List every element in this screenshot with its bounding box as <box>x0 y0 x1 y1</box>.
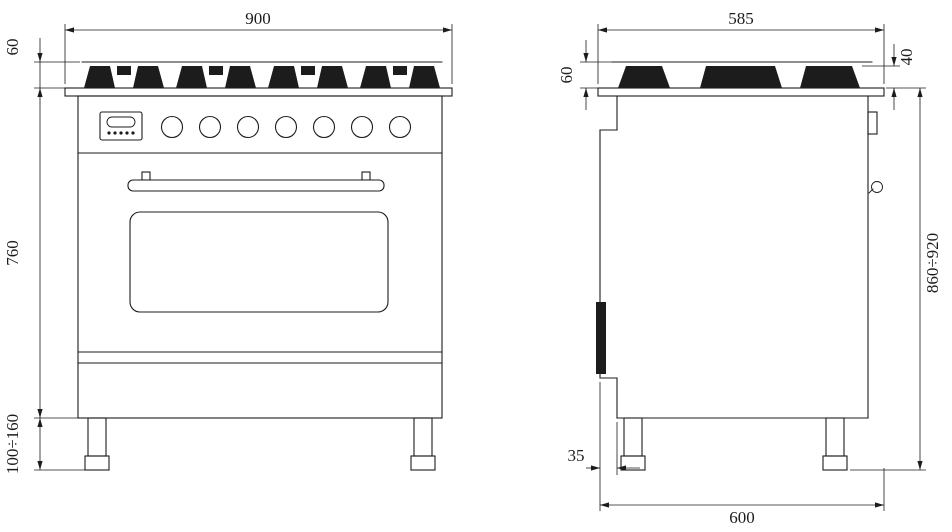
gas-inlet-stub <box>868 188 874 194</box>
arrowhead <box>598 27 607 33</box>
side-view <box>596 61 885 471</box>
foot <box>410 455 436 471</box>
display-button <box>125 131 129 135</box>
oven-body <box>77 95 443 419</box>
arrowhead <box>875 27 884 33</box>
display-button <box>107 131 111 135</box>
arrowhead <box>917 88 923 97</box>
arrowhead <box>65 27 74 33</box>
display-button <box>131 131 135 135</box>
arrowhead <box>443 27 452 33</box>
clock-display <box>99 111 143 141</box>
grate-bar <box>268 66 299 88</box>
arrowhead <box>917 461 923 470</box>
burner-cap <box>117 66 131 75</box>
handle-bracket <box>361 171 371 181</box>
grate-bar <box>360 66 391 88</box>
arrowhead <box>891 57 897 66</box>
grate-bar <box>133 66 164 88</box>
display-button <box>119 131 123 135</box>
dim-side-worktop-depth: 585 <box>728 9 754 28</box>
control-knob <box>236 115 260 139</box>
arrowhead <box>600 502 609 508</box>
control-knob <box>160 115 184 139</box>
leg <box>87 417 107 457</box>
arrowhead <box>591 465 600 471</box>
gas-inlet <box>871 181 883 193</box>
door-handle-profile <box>596 302 606 374</box>
burner-cap <box>301 66 315 75</box>
door-handle <box>127 179 385 192</box>
dim-front-overall-width: 900 <box>245 9 271 28</box>
dim-side-door-clearance: 35 <box>568 446 585 465</box>
control-knob <box>350 115 374 139</box>
dim-side-cooktop-height: 60 <box>557 67 576 84</box>
oven-door <box>77 171 443 364</box>
display-window <box>106 116 136 128</box>
dim-side-overall-height: 860÷920 <box>923 233 942 293</box>
door-window <box>129 211 389 313</box>
arrowhead <box>583 53 589 62</box>
burner-grates-profile <box>618 66 860 88</box>
arrowhead <box>617 465 626 471</box>
grate-bar <box>800 66 860 88</box>
burner-grates <box>84 66 440 88</box>
leg <box>825 417 845 457</box>
foot <box>84 455 110 471</box>
arrowhead <box>37 461 43 470</box>
foot <box>620 455 646 471</box>
burner-cap <box>393 66 407 75</box>
side-dimensions: 585 60 40 860÷920 35 <box>557 9 942 527</box>
grate-bar <box>317 66 348 88</box>
control-panel <box>77 111 443 154</box>
leg <box>623 417 643 457</box>
dim-front-cooktop-height: 60 <box>3 39 22 56</box>
grate-bar <box>700 66 782 88</box>
display-button <box>113 131 117 135</box>
arrowhead <box>37 418 43 427</box>
front-legs <box>84 417 436 471</box>
control-knob <box>274 115 298 139</box>
grate-bar <box>176 66 207 88</box>
arrowhead <box>37 409 43 418</box>
control-knob <box>388 115 412 139</box>
connection-box <box>867 111 878 135</box>
worktop <box>64 87 453 97</box>
burner-cap <box>209 66 223 75</box>
arrowhead <box>891 88 897 97</box>
dim-front-body-height: 760 <box>3 240 22 266</box>
cabinet-profile <box>596 95 883 419</box>
arrowhead <box>37 88 43 97</box>
side-legs <box>620 417 848 471</box>
worktop <box>597 87 885 97</box>
front-dimensions: 900 60 760 100÷160 <box>3 9 453 474</box>
control-knob <box>198 115 222 139</box>
arrowhead <box>37 53 43 62</box>
dim-side-overall-depth: 600 <box>729 508 755 527</box>
handle-bracket <box>141 171 151 181</box>
foot <box>822 455 848 471</box>
arrowhead <box>875 502 884 508</box>
grate-bar <box>618 66 670 88</box>
arrowhead <box>583 88 589 97</box>
grate-bar <box>84 66 115 88</box>
grate-bar <box>409 66 440 88</box>
grate-bar <box>225 66 256 88</box>
dim-front-leg-height: 100÷160 <box>3 414 22 474</box>
leg <box>413 417 433 457</box>
dim-side-grate-height: 40 <box>897 49 916 66</box>
front-view <box>64 61 453 471</box>
control-knob <box>312 115 336 139</box>
